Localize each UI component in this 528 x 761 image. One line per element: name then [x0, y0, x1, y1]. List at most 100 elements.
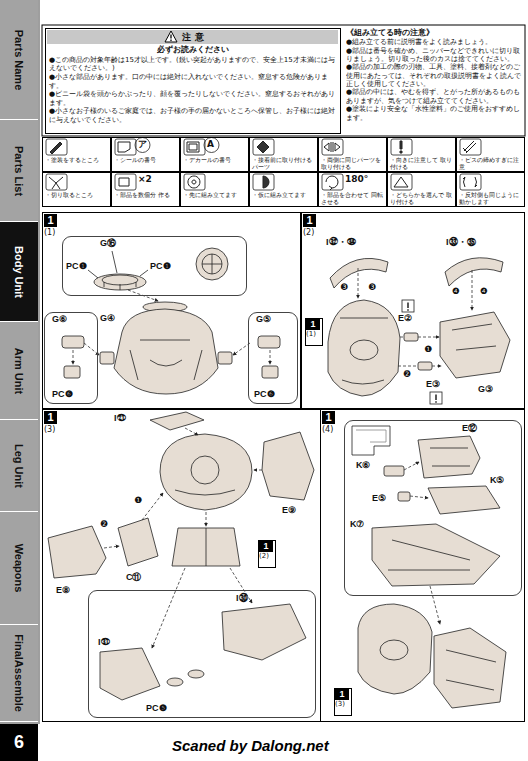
- caution-item: ●ビニール袋を頭からかぶったり、顔を覆ったりしないでください。窒息するおそれがあ…: [49, 90, 337, 107]
- text-anchor: E⑤: [372, 494, 386, 504]
- symbol-cell: ・仮に組み立てます: [249, 172, 318, 207]
- symbol-letter: A: [207, 140, 214, 150]
- symbol-icon: [115, 138, 150, 156]
- symbol-caption: ・向きに注意して 取り付ける: [390, 156, 454, 171]
- text-anchor: I㉛: [98, 638, 110, 648]
- detail-inset: G⑤PC❻: [248, 312, 298, 404]
- parts-drawing: [222, 604, 306, 660]
- text-anchor: PC❻: [52, 390, 73, 400]
- step-substep: (3): [335, 701, 345, 709]
- part-callout: I㉑: [114, 414, 126, 424]
- part-callout: E⑤: [372, 494, 386, 504]
- parts-drawing: [114, 309, 218, 394]
- symbol-frame: [391, 139, 412, 155]
- symbol-cell: A・デカールの番号: [180, 137, 249, 172]
- step-reference-box: 1(3): [334, 688, 352, 716]
- note-item: ●部品の加工の際の刃物、工具、塗料、接着剤などのご使用にあたっては、それぞれの取…: [346, 63, 522, 88]
- part-callout: K⑦: [350, 520, 365, 530]
- symbol-icon: [322, 139, 343, 155]
- symbol-frame: [184, 139, 205, 155]
- symbol-frame: [46, 174, 67, 190]
- step-number: 1: [306, 319, 320, 330]
- step-panel: 1(2)I㉚I㉛PC❺1(3): [42, 409, 321, 722]
- symbol-icon: [184, 174, 205, 190]
- text-anchor: I㉑: [114, 414, 126, 424]
- text-anchor: (3): [335, 701, 345, 709]
- parts-drawing: [380, 640, 408, 660]
- text-anchor: (2): [303, 229, 314, 238]
- symbol-glyph: [119, 178, 129, 186]
- parts-drawing: [206, 528, 207, 566]
- note-item: ●部品は番号を確かめ、ニッパーなどできれいに切り取りましょう。切り取った後のカス…: [346, 47, 522, 64]
- assembly-guide-line: [230, 568, 252, 603]
- tab-label: Arm Unit: [13, 347, 25, 393]
- text-anchor: G③: [478, 385, 493, 395]
- symbol-cell: ・反対側も同じように 動かします: [456, 172, 525, 207]
- parts-drawing: [191, 456, 219, 484]
- part-callout: E③: [426, 380, 440, 390]
- text-anchor: ・シールの番号: [114, 156, 178, 163]
- text-anchor: A: [207, 140, 214, 150]
- text-anchor: K⑤: [490, 476, 505, 486]
- parts-drawing: [175, 490, 235, 495]
- section-tab: Parts List: [0, 120, 38, 222]
- step-order-number: ❶: [134, 496, 142, 506]
- text-anchor: ❶: [134, 496, 142, 506]
- text-anchor: ・部品を数個分 作る: [114, 191, 178, 198]
- symbol-frame: [460, 139, 481, 155]
- part-callout: E⑧: [56, 586, 70, 596]
- assembly-guide-line: [398, 366, 418, 367]
- symbol-glyph: [263, 176, 269, 188]
- parts-drawing: [430, 448, 470, 466]
- symbol-glyph: [463, 141, 476, 153]
- detail-inset: K⑥E⑫E⑤K⑤K⑦: [344, 420, 522, 596]
- text-anchor: K⑦: [350, 520, 365, 530]
- step-number: 1: [259, 541, 273, 552]
- part-callout: E⑨: [282, 506, 296, 516]
- caution-subheading: 必ずお読みください: [49, 45, 337, 56]
- symbol-cell: ・接着前に取り付ける パーツ: [249, 137, 318, 172]
- text-anchor: ❸: [368, 283, 376, 293]
- symbol-frame: [115, 174, 136, 190]
- symbol-frame: [322, 174, 343, 190]
- step-substep: (1): [306, 331, 316, 339]
- parts-drawing: [88, 251, 148, 278]
- text-anchor: (3): [44, 426, 55, 435]
- part-callout: I㉚: [236, 594, 248, 604]
- parts-drawing: [100, 352, 114, 364]
- parts-drawing: [218, 352, 232, 364]
- assembly-guide-line: [432, 366, 441, 367]
- warning-triangle: [165, 31, 177, 42]
- detail-inset: G⑯PC❶PC❶: [62, 236, 247, 296]
- part-callout: PC❶: [150, 262, 171, 272]
- symbol-ring: [204, 138, 219, 153]
- tab-label: Weapons: [13, 544, 25, 593]
- text-anchor: 6: [0, 724, 38, 761]
- part-callout: G③: [478, 385, 493, 395]
- parts-drawing: [328, 300, 400, 396]
- step-number: 1: [303, 214, 316, 227]
- parts-drawing: [258, 336, 280, 348]
- text-anchor: K⑥: [356, 461, 371, 471]
- assembly-guide-line: [152, 568, 185, 648]
- symbol-glyph: [118, 142, 130, 152]
- symbol-caption: ・先に組み立てます: [183, 191, 247, 198]
- parts-drawing: [102, 275, 138, 285]
- parts-drawing: [404, 333, 418, 341]
- warning-triangle: [170, 35, 171, 42]
- parts-drawing: [452, 324, 496, 350]
- text-anchor: ・両側に同じパーツを 取り付ける: [321, 156, 385, 171]
- symbol-frame: [460, 174, 481, 190]
- caution-item: ●この商品の対象年齢は15才以上です。(鋭い突起がありますので、安全上15才未満…: [49, 56, 337, 73]
- step-substep: (3): [44, 426, 55, 435]
- text-anchor: 1: [259, 541, 273, 552]
- step-substep: (2): [259, 553, 269, 561]
- symbol-cell: ・向きに注意して 取り付ける: [387, 137, 456, 172]
- note-item: ●塗装により安全な「水性塗料」のご使用をおすすめします。: [346, 105, 522, 122]
- parts-drawing: [350, 340, 378, 360]
- symbol-cell: ・両側に同じパーツを 取り付ける: [318, 137, 387, 172]
- step-substep: (4): [322, 426, 333, 435]
- symbol-icon: [46, 139, 67, 155]
- text-anchor: E⑧: [56, 586, 70, 596]
- step-number: 1: [44, 214, 57, 227]
